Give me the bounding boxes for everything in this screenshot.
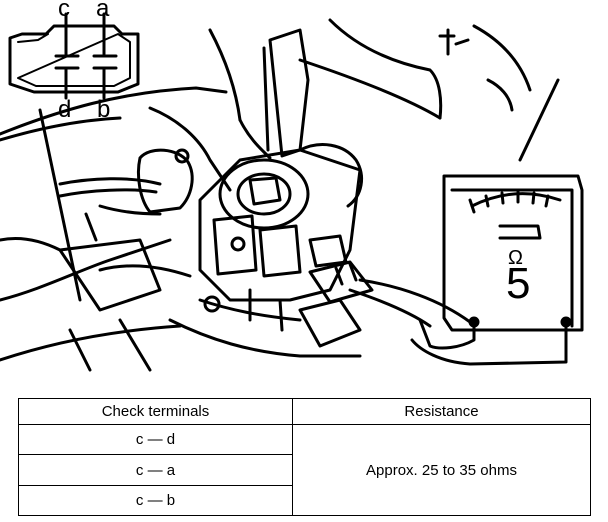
multimeter-test-illustration	[0, 12, 584, 372]
connector-diagram	[8, 12, 140, 100]
meter-reading-digit: 5	[506, 259, 531, 308]
resistance-spec-table: Check terminals Resistance c — d Approx.…	[18, 397, 591, 517]
lower-structure-lines	[0, 108, 362, 372]
horn-assembly	[58, 148, 194, 242]
ohm-symbol: Ω	[508, 247, 523, 269]
header-resistance: Resistance	[292, 397, 591, 426]
terminal-label-a: a	[96, 0, 110, 22]
terminal-pair-c-b: c — b	[18, 484, 293, 517]
connector-housing	[8, 24, 140, 94]
test-lead-2	[410, 320, 568, 366]
header-check-terminals: Check terminals	[18, 397, 293, 426]
multimeter	[410, 174, 584, 366]
terminal-pair-c-d: c — d	[18, 424, 293, 456]
terminal-pair-c-a: c — a	[18, 454, 293, 486]
terminal-label-c: c	[58, 0, 70, 22]
test-lead-1	[418, 318, 476, 350]
test-connector	[308, 260, 472, 328]
meter-needle	[498, 224, 542, 240]
meter-scale	[470, 192, 562, 208]
terminal-label-b: b	[97, 96, 111, 123]
resistance-value: Approx. 25 to 35 ohms	[292, 424, 591, 516]
component-under-test	[198, 143, 364, 332]
vehicle-body-lines	[0, 18, 560, 192]
terminal-label-d: d	[58, 96, 72, 123]
